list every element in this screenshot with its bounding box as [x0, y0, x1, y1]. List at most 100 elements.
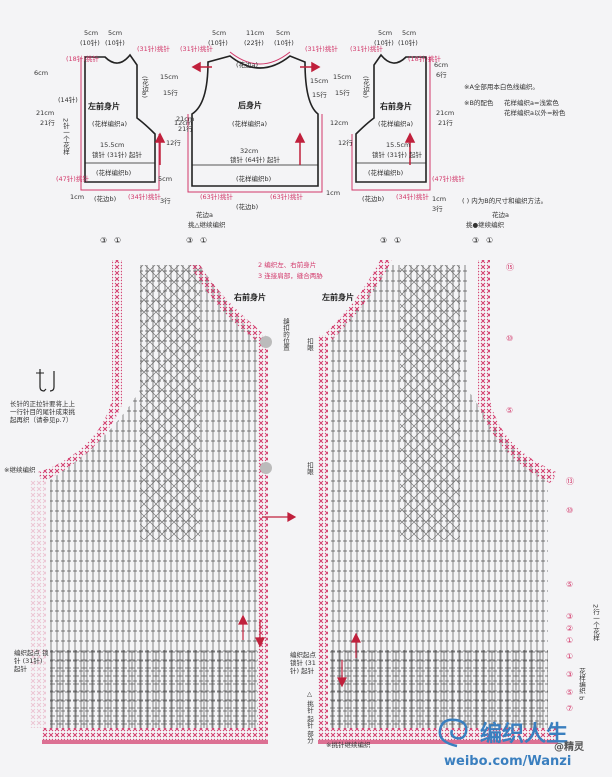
post-stitch-symbol-icon [36, 369, 55, 392]
left-front-chart [318, 260, 558, 744]
bracket-note: ( ) 内为B的尺寸和编织方法。 [462, 197, 548, 205]
bk-top-w1: 5cm [212, 29, 227, 37]
row-7: ⑦ [566, 704, 574, 713]
crochet-chart [30, 260, 558, 744]
rf-title: 右前身片 [380, 102, 412, 111]
start-left: 编织起点 锁针 (31针) 起针 [14, 649, 49, 673]
left-front-chart-title: 左前身片 [322, 293, 354, 302]
direction-arrows [154, 61, 416, 165]
row-marker-r3: ③ [472, 236, 480, 245]
lf-pick1: (18针)挑针 [66, 55, 99, 63]
rf-h8: 3行 [432, 205, 443, 213]
lf-pattern: (花样编织a) [92, 120, 128, 128]
bk-top-s1: (10针) [208, 39, 228, 47]
bk-neck-edge: (花边a) [236, 61, 259, 69]
bottom-continue: ※挑针继续编织 [326, 741, 371, 749]
buttonhole-2: 扣眼 [305, 462, 314, 475]
note-2: 花样编织a=浅紫色 [504, 99, 559, 107]
bk-h5: (63针)挑针 [200, 193, 233, 201]
rf-h4: 21行 [438, 119, 453, 127]
row-2: ② [566, 624, 574, 633]
row-10: ⑩ [506, 334, 514, 343]
row-5c: ⑤ [566, 688, 574, 697]
watermark-author: @精灵 [554, 742, 584, 753]
bk-top-s2: (22针) [244, 39, 264, 47]
pick-continue-left: 挑△继续编织 [188, 221, 226, 229]
bk-h6: (63针)挑针 [270, 193, 303, 201]
watermark-brand: 编织人生 [480, 722, 569, 747]
row-marker-l3: ③ [186, 236, 194, 245]
lf-stitch: 锁针 (31针) 起针 [92, 151, 142, 159]
lf-h2: 21cm [36, 109, 55, 117]
rf-h3: 21cm [436, 109, 455, 117]
button-position: 缝扣的位置 [281, 318, 290, 351]
bk-h3: 21cm [176, 115, 195, 123]
rf-h1: 6cm [434, 61, 449, 69]
lf-side-edge: (花边a) [140, 76, 149, 99]
rf-pick2: (18针)挑针 [408, 55, 441, 63]
rf-top-s2: (10针) [398, 39, 418, 47]
lf-top-w1: 5cm [84, 29, 99, 37]
left-front-schematic [80, 53, 160, 191]
rf-h5: (47针)挑针 [432, 175, 465, 183]
lf-h8: (34针)挑针 [128, 193, 161, 201]
lf-width: 15.5cm [100, 141, 125, 149]
start-right: 编织起点 锁针 (31针) 起针 [290, 651, 316, 675]
lf-pick2: (31针)挑针 [137, 45, 170, 53]
bk-pick-right: (31针)挑针 [305, 45, 338, 53]
rf-side-r3: 12cm [330, 119, 349, 127]
lf-h3: (14针) [58, 96, 78, 104]
rf-border: (花样编织b) [368, 169, 404, 177]
bk-width: 32cm [240, 147, 259, 155]
back-schematic [187, 51, 323, 193]
lf-h6: (47针)挑针 [56, 175, 89, 183]
row-marker-l1: ③ [100, 236, 108, 245]
row-5b: ⑤ [566, 580, 574, 589]
row-marker-l4: ① [200, 236, 208, 245]
rf-pick1: (31针)挑针 [350, 45, 383, 53]
bk-top-s3: (10针) [274, 39, 294, 47]
row-marker-r4: ① [486, 236, 494, 245]
lf-h5: 2针一个花样 [61, 118, 70, 155]
lf-top-s2: (10针) [105, 39, 125, 47]
note-0: ※A全部用本白色线编织。 [464, 83, 539, 91]
row-1b: ① [566, 652, 574, 661]
rf-pattern: (花样编织a) [378, 120, 414, 128]
bk-stitch: 锁针 (64针) 起针 [230, 156, 280, 164]
right-front-schematic [351, 53, 431, 191]
right-front-chart [30, 260, 297, 744]
lf-h7: 1cm [70, 193, 85, 201]
edge-a-label-right: 花边a [492, 211, 509, 219]
step-3: 3 连接肩部，缝合两胁 [258, 272, 323, 280]
edge-a-label: 花边a [196, 211, 213, 219]
bk-pattern: (花样编织a) [232, 120, 268, 128]
rf-top-w2: 5cm [402, 29, 417, 37]
lf-side-r: 15行 [163, 89, 178, 97]
bk-top-w3: 5cm [276, 29, 291, 37]
legend-text: 长针的正拉针要将上上一行针目的尾针成束挑起再织（请参见p.7） [10, 400, 75, 425]
bk-h2: 15行 [312, 91, 327, 99]
lf-title: 左前身片 [88, 102, 120, 111]
rf-top-w1: 5cm [378, 29, 393, 37]
swirl-logo-icon [438, 718, 468, 748]
bk-title: 后身片 [238, 101, 262, 110]
bk-h1: 15cm [310, 77, 329, 85]
rf-h7: 1cm [432, 195, 447, 203]
bk-h4: 21行 [178, 125, 193, 133]
rf-h6: (34针)挑针 [396, 193, 429, 201]
rf-side-h: 15cm [333, 73, 352, 81]
lf-top-s1: (10针) [80, 39, 100, 47]
rf-side-edge: (花边a) [361, 76, 370, 99]
step-2: 2 编织左、右前身片 [258, 261, 317, 269]
note-3: 花样编织a以外=粉色 [504, 109, 566, 117]
row-15: ⑮ [506, 263, 514, 272]
border-b: 花样编织 b [577, 668, 586, 701]
pick-continue-right: 挑●继续编织 [466, 221, 505, 229]
rf-side-r2: 12行 [338, 139, 353, 147]
rf-side-r: 15行 [335, 89, 350, 97]
row-marker-r2: ① [394, 236, 402, 245]
lf-border: (花样编织b) [96, 169, 132, 177]
bk-top-w2: 11cm [246, 29, 265, 37]
bk-edge-bottom: (花边b) [236, 203, 259, 211]
row-marker-l2: ① [114, 236, 122, 245]
